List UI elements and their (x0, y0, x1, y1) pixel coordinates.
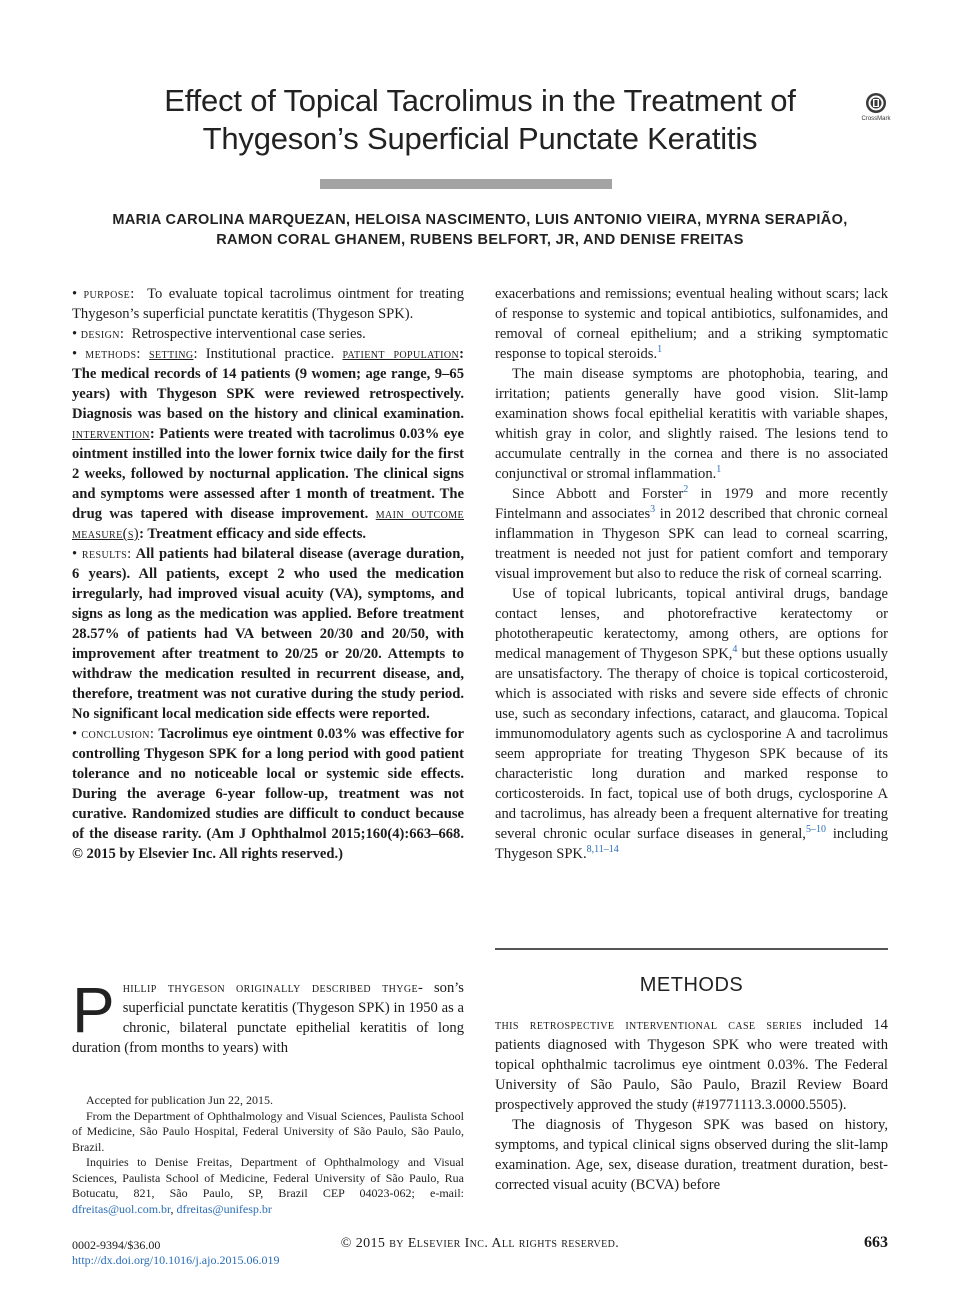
ref-1[interactable]: 1 (657, 344, 663, 356)
population-label: patient population (342, 346, 460, 362)
body-paragraph-3: Since Abbott and Forster2 in 1979 and mo… (495, 484, 888, 582)
abstract-methods: • methods: setting: Institutional practi… (72, 346, 465, 542)
methods-heading: METHODS (639, 974, 744, 996)
page-number: 663 (864, 1234, 888, 1251)
article-title: Effect of Topical Tacrolimus in the Trea… (100, 82, 860, 158)
design-text: Retrospective interventional case series… (131, 326, 366, 342)
footnotes: Accepted for publication Jun 22, 2015. F… (72, 1093, 464, 1217)
footer-identifiers: 0002-9394/$36.00 http://dx.doi.org/10.10… (72, 1238, 279, 1268)
ref-2[interactable]: 1 (716, 464, 722, 476)
inquiries-note: Inquiries to Denise Freitas, Department … (72, 1155, 464, 1216)
section-divider (495, 948, 888, 950)
body-paragraph-2: The main disease symptoms are photophobi… (495, 366, 888, 482)
methods-paragraph-1: this retrospective interventional case s… (495, 1017, 888, 1113)
intervention-text: Patients were treated with tacrolimus 0.… (72, 426, 464, 522)
title-line-2: Thygeson’s Superficial Punctate Keratiti… (202, 121, 758, 156)
accepted-note: Accepted for publication Jun 22, 2015. (86, 1093, 273, 1107)
conclusion-text: Tacrolimus eye ointment 0.03% was effect… (72, 726, 464, 862)
crossmark-label: CrossMark (861, 116, 891, 122)
body-paragraph-1: exacerbations and remissions; eventual h… (495, 286, 888, 362)
ref-4[interactable]: 3 (650, 504, 656, 516)
abstract-conclusion: • conclusion: Tacrolimus eye ointment 0.… (72, 726, 464, 862)
outcome-text: Treatment efficacy and side effects. (147, 526, 367, 542)
email-link-1[interactable]: dfreitas@uol.com.br (72, 1201, 171, 1216)
intro-lead: hillip thygeson originally described thy… (122, 980, 424, 996)
affiliation-note: From the Department of Ophthalmology and… (72, 1108, 464, 1154)
drop-cap: P (72, 974, 115, 1046)
abstract-results: • results: All patients had bilateral di… (72, 546, 464, 722)
authors-line-2: RAMON CORAL GHANEM, RUBENS BELFORT, JR, … (216, 232, 744, 248)
setting-text: Institutional practice. (205, 346, 335, 362)
ref-5[interactable]: 4 (732, 644, 738, 656)
purpose-label: purpose: (83, 286, 135, 302)
methods-label: methods: (85, 346, 141, 362)
intervention-label: intervention (72, 426, 150, 442)
footer-copyright: © 2015 by Elsevier Inc. All rights reser… (340, 1236, 620, 1251)
body-paragraph-4: Use of topical lubricants, topical antiv… (495, 586, 888, 862)
title-divider (320, 179, 612, 189)
intro-paragraph: P hillip thygeson originally described t… (72, 978, 464, 1058)
authors-line-1: MARIA CAROLINA MARQUEZAN, HELOISA NASCIM… (112, 212, 848, 228)
design-label: design: (80, 326, 125, 342)
doi-link[interactable]: http://dx.doi.org/10.1016/j.ajo.2015.06.… (72, 1253, 280, 1267)
results-text: All patients had bilateral disease (aver… (72, 546, 464, 722)
body-right-column: exacerbations and remissions; eventual h… (495, 284, 888, 864)
abstract-purpose: • purpose: To evaluate topical tacrolimu… (72, 286, 464, 322)
issn: 0002-9394/$36.00 (72, 1238, 161, 1252)
conclusion-label: conclusion: (81, 726, 155, 742)
population-text: The medical records of 14 patients (9 wo… (72, 366, 464, 422)
email-link-2[interactable]: dfreitas@unifesp.br (176, 1201, 272, 1216)
ref-6[interactable]: 5–10 (805, 824, 826, 836)
methods-paragraph-2: The diagnosis of Thygeson SPK was based … (495, 1117, 888, 1193)
methods-body: this retrospective interventional case s… (495, 1015, 888, 1195)
abstract-design: • design: Retrospective interventional c… (72, 326, 366, 342)
ref-7[interactable]: 8,11–14 (586, 844, 619, 856)
intro-text: son’s superficial punctate keratitis (Th… (72, 980, 464, 1056)
setting-label: setting (149, 346, 194, 362)
title-line-1: Effect of Topical Tacrolimus in the Trea… (164, 83, 796, 118)
author-list: MARIA CAROLINA MARQUEZAN, HELOISA NASCIM… (60, 210, 900, 250)
ref-3[interactable]: 2 (683, 484, 689, 496)
results-label: results: (81, 546, 132, 562)
crossmark-icon[interactable]: CrossMark (858, 92, 894, 122)
purpose-text: To evaluate topical tacrolimus ointment … (72, 286, 464, 322)
abstract: • purpose: To evaluate topical tacrolimu… (72, 284, 464, 864)
outcome-label: main outcome measure(s) (72, 506, 465, 542)
